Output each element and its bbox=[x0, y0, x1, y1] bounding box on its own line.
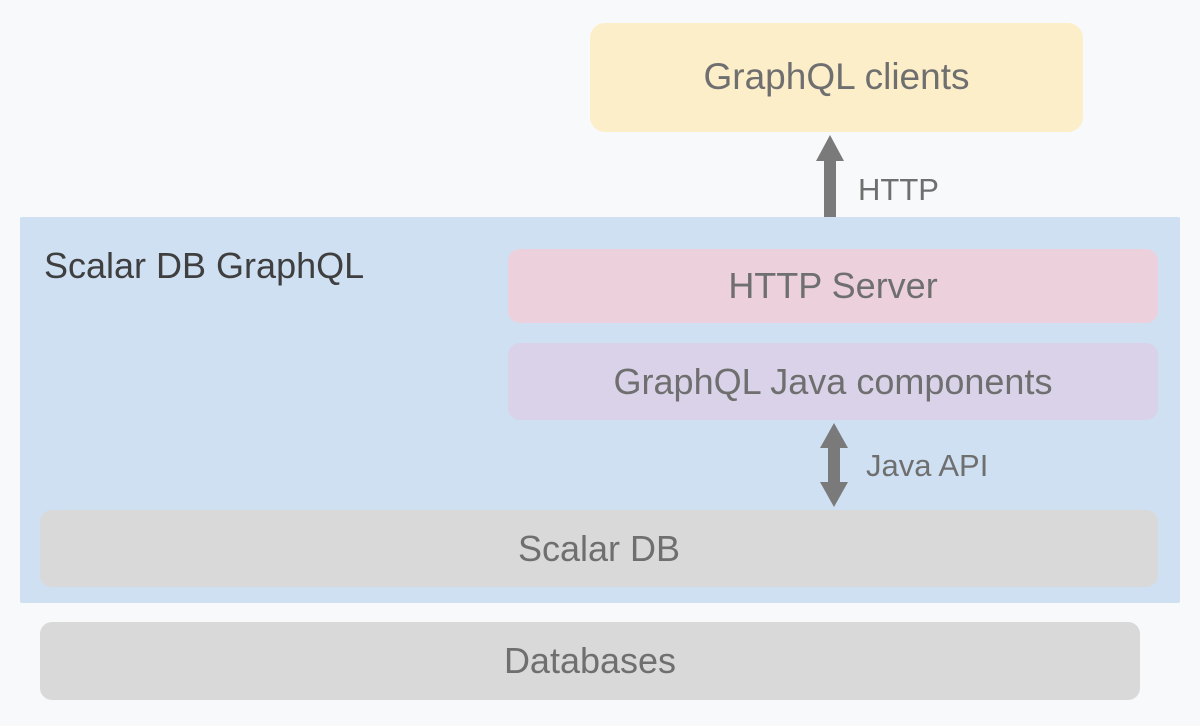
region-scalar-db-graphql-title: Scalar DB GraphQL bbox=[44, 245, 365, 286]
edge-label-java-api: Java API bbox=[866, 448, 989, 483]
node-scalar-db-label: Scalar DB bbox=[517, 527, 681, 569]
arrow-http-bidirectional bbox=[810, 134, 850, 247]
double-headed-arrow-icon bbox=[816, 135, 844, 246]
double-headed-arrow-icon bbox=[820, 423, 848, 507]
node-graphql-clients-label: GraphQL clients bbox=[703, 56, 970, 98]
node-http-server-label: HTTP Server bbox=[728, 265, 938, 307]
node-graphql-java-components: GraphQL Java components bbox=[508, 343, 1158, 420]
edge-label-http: HTTP bbox=[858, 172, 939, 207]
node-http-server: HTTP Server bbox=[508, 249, 1158, 323]
node-databases: Databases bbox=[40, 622, 1140, 700]
node-graphql-clients: GraphQL clients bbox=[590, 23, 1083, 132]
node-databases-label: Databases bbox=[503, 640, 677, 682]
arrow-java-api-bidirectional bbox=[814, 422, 854, 508]
node-scalar-db: Scalar DB bbox=[40, 510, 1158, 587]
node-graphql-java-components-label: GraphQL Java components bbox=[613, 360, 1053, 402]
